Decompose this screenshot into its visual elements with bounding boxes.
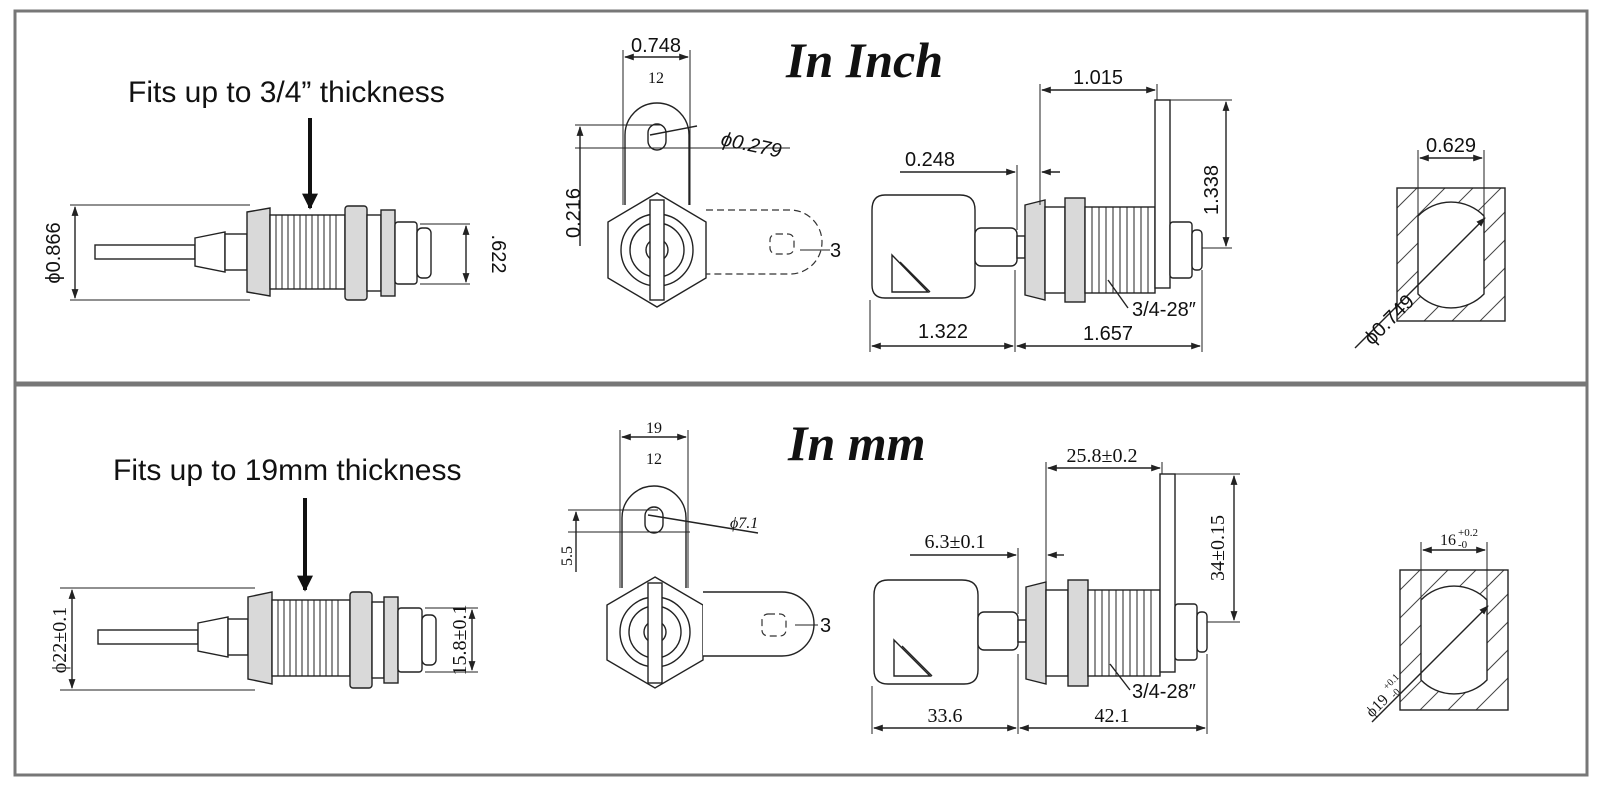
- nut-height-label: .622: [487, 235, 509, 274]
- cam-center-label: 12: [648, 70, 664, 87]
- lock-side-view: ϕ22±0.1 15.8±0.1: [49, 587, 478, 691]
- body-length-label: 42.1: [1095, 705, 1130, 727]
- body-length-label: 1.657: [1083, 323, 1133, 345]
- key-side-view: 3/4-28″ 1.015 0.248 1.338 1.322 1.657: [869, 67, 1232, 352]
- cam-length-label: 1.015: [1073, 67, 1123, 89]
- cutout-width-label: 16: [1440, 532, 1456, 549]
- thickness-note: Fits up to 19mm thickness: [113, 454, 461, 487]
- panel-title: In Inch: [785, 32, 943, 88]
- cutout-width-label: 0.629: [1426, 135, 1476, 157]
- cam-length-label: 25.8±0.2: [1067, 445, 1138, 467]
- cam-width-label: 19: [646, 420, 662, 437]
- panel-cutout: 0.629 ϕ0.749: [1354, 135, 1506, 350]
- panel-frame-mm: [13, 383, 1589, 777]
- panel-inch: In Inch Fits up to 3/4” thickness: [43, 32, 1506, 352]
- cutout-diameter-label: ϕ0.749: [1360, 291, 1419, 350]
- panel-frame-inch: [13, 9, 1589, 385]
- cutout-width-tol-minus: -0: [1458, 539, 1468, 551]
- body-diameter-label: ϕ0.866: [43, 222, 65, 283]
- cam-hole-label: ϕ0.279: [719, 128, 783, 162]
- cam-width-label: 0.748: [631, 35, 681, 57]
- spacing-label: 0.248: [905, 149, 955, 171]
- cam-center-label: 12: [646, 451, 662, 468]
- panel-cutout: 16 +0.2 -0 ϕ19 +0.1 -0: [1363, 527, 1509, 723]
- key-length-label: 33.6: [928, 705, 963, 727]
- panel-mm: In mm Fits up to 19mm thickness: [49, 415, 1509, 734]
- cam-hole-label: ϕ7.1: [730, 515, 758, 532]
- nut-height-label: 15.8±0.1: [449, 605, 471, 676]
- cam-position-label: 3: [820, 615, 831, 637]
- cam-height-label: 1.338: [1201, 165, 1223, 215]
- body-diameter-label: ϕ22±0.1: [49, 607, 71, 674]
- cam-front-view: 3 0.748 12 0.216 ϕ0.279: [563, 35, 841, 308]
- thread-label: 3/4-28″: [1132, 299, 1196, 321]
- thickness-note: Fits up to 3/4” thickness: [128, 76, 445, 109]
- panel-title: In mm: [787, 415, 926, 471]
- lock-side-view: ϕ0.866 .622: [43, 204, 509, 301]
- key-length-label: 1.322: [918, 321, 968, 343]
- cutout-diameter-label: ϕ19: [1363, 692, 1392, 721]
- cam-offset-label: 0.216: [563, 188, 585, 238]
- cam-position-label: 3: [830, 240, 841, 262]
- cam-height-label: 34±0.15: [1207, 515, 1229, 581]
- cam-front-view: 3 19 12 5.5 ϕ7.1: [559, 420, 831, 689]
- spacing-label: 6.3±0.1: [925, 531, 986, 553]
- key-side-view: 3/4-28″ 25.8±0.2 6.3±0.1 34±0.15 33.6 42…: [871, 445, 1240, 734]
- cutout-width-tol-plus: +0.2: [1458, 527, 1478, 539]
- thread-label: 3/4-28″: [1132, 681, 1196, 703]
- cam-offset-label: 5.5: [559, 546, 576, 566]
